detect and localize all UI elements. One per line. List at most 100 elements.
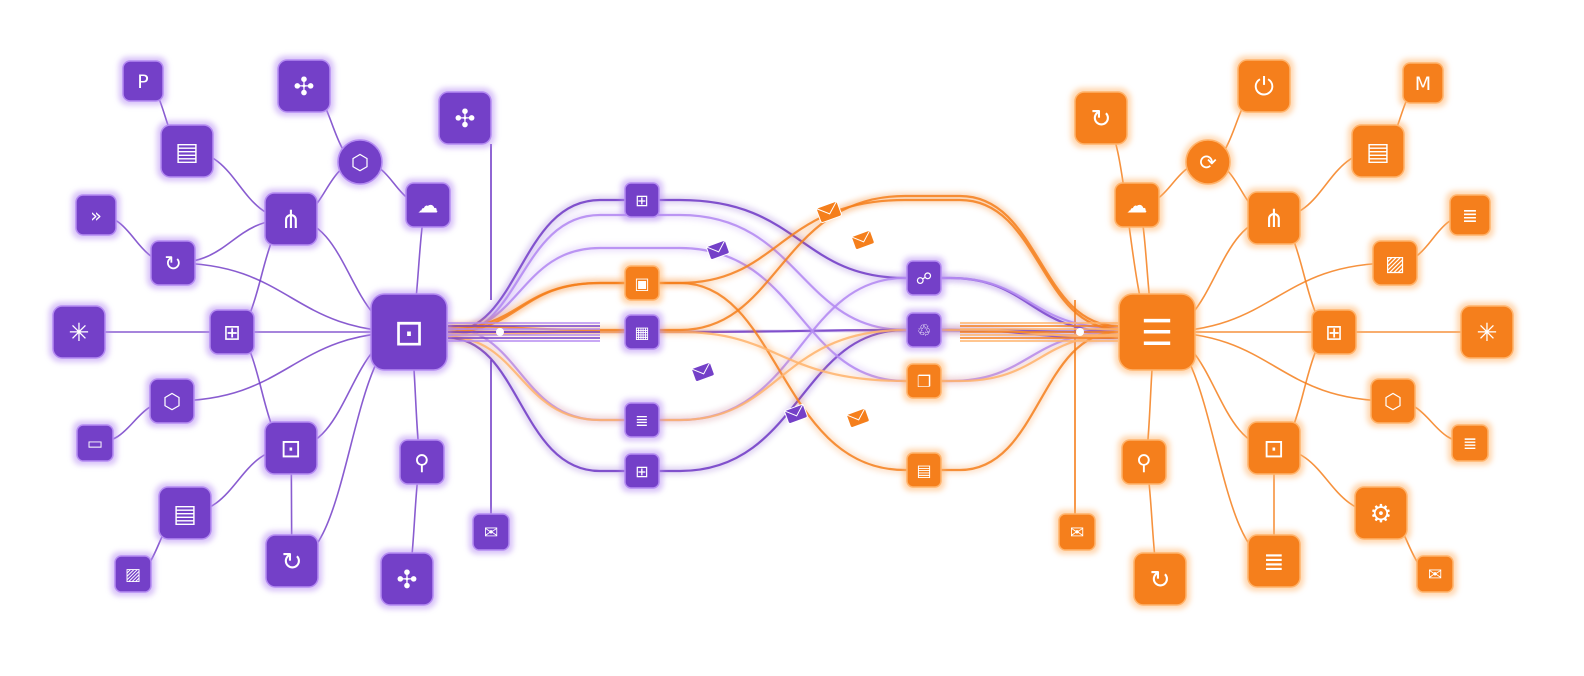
slack-node[interactable]: ✣	[435, 88, 495, 148]
envelope-flap	[851, 229, 871, 243]
node-body	[1121, 439, 1167, 485]
card-node[interactable]: ▭	[73, 421, 117, 465]
document-node[interactable]: ▤	[155, 483, 215, 543]
bulb-node[interactable]: ⚲	[1118, 436, 1170, 488]
node-body	[75, 194, 117, 236]
envelope-flap	[815, 200, 838, 215]
database-icon: ≣	[635, 411, 648, 430]
refresh-node[interactable]: ↻	[262, 531, 322, 591]
hub-node[interactable]: ✳	[49, 302, 109, 362]
envelope-flap	[691, 361, 711, 375]
layout-icon: ☰	[1141, 313, 1173, 354]
grid-node[interactable]: ⊞	[206, 306, 258, 358]
flow-diagram-node[interactable]: ⊡	[367, 290, 451, 374]
workflow-node[interactable]: ⋔	[261, 189, 321, 249]
cloud-node[interactable]: ☁	[1111, 179, 1163, 231]
bulb-node[interactable]: ⚲	[396, 436, 448, 488]
node-body	[1133, 552, 1187, 606]
grid-icon: ⊞	[635, 191, 648, 210]
node-body	[399, 439, 445, 485]
refresh-icon: ↻	[1091, 104, 1112, 133]
mail-node[interactable]: ✉	[1055, 510, 1099, 554]
envelope-icon	[851, 229, 875, 250]
bulb-icon: ⚲	[414, 450, 429, 474]
envelope-icon	[846, 407, 870, 428]
image-node[interactable]: ▨	[1369, 237, 1421, 289]
image-icon: ▨	[1385, 251, 1405, 275]
grid-node[interactable]: ⊞	[1308, 306, 1360, 358]
cube-node[interactable]: ⬡	[146, 375, 198, 427]
node-body	[624, 453, 660, 489]
hub-icon: ✳	[1477, 318, 1498, 347]
grid-icon: ⊞	[223, 320, 241, 344]
flow-stream	[447, 246, 1119, 383]
flow-diagram-node[interactable]: ⊡	[261, 418, 321, 478]
workflow-node[interactable]: ⋔	[1244, 188, 1304, 248]
database-node[interactable]: ≣	[1244, 531, 1304, 591]
grid-node[interactable]: ⊞	[621, 450, 663, 492]
chevrons-node[interactable]: »	[72, 191, 120, 239]
document-icon: ▤	[1366, 137, 1390, 166]
sync-icon: ⟳	[1199, 150, 1217, 174]
cube-node[interactable]: ⬡	[1367, 375, 1419, 427]
node-body	[114, 555, 152, 593]
refresh-node[interactable]: ↻	[1071, 88, 1131, 148]
handshake-node[interactable]: ♲	[903, 309, 945, 351]
node-body	[624, 182, 660, 218]
sync-node[interactable]: ⟳	[1182, 136, 1234, 188]
slack-icon: ✣	[294, 72, 315, 101]
mail-node[interactable]: ✉	[1413, 552, 1457, 596]
flow-diagram-icon: ⊡	[1264, 434, 1285, 463]
document-node[interactable]: ▤	[157, 121, 217, 181]
slack-node[interactable]: ✣	[274, 56, 334, 116]
node-body	[624, 314, 660, 350]
node-body	[1370, 378, 1416, 424]
node-body	[265, 534, 319, 588]
node-body	[52, 305, 106, 359]
cloud-node[interactable]: ☁	[402, 179, 454, 231]
calendar-node[interactable]: ▦	[621, 311, 663, 353]
node-body	[906, 363, 942, 399]
slack-node[interactable]: ✣	[377, 549, 437, 609]
document-node[interactable]: ▤	[1348, 121, 1408, 181]
folder-node[interactable]: ▣	[621, 262, 663, 304]
cube-node[interactable]: ⬡	[334, 136, 386, 188]
layout-node[interactable]: ☰	[1115, 290, 1199, 374]
node-body	[76, 424, 114, 462]
image-node[interactable]: ▨	[111, 552, 155, 596]
paypal-node[interactable]: P	[119, 57, 167, 105]
node-body	[438, 91, 492, 145]
envelope-body	[784, 404, 808, 424]
chat-node[interactable]: ☍	[903, 257, 945, 299]
gear-node[interactable]: ⚙	[1351, 483, 1411, 543]
copy-node[interactable]: ❐	[903, 360, 945, 402]
mail-node[interactable]: ✉	[469, 510, 513, 554]
database-node[interactable]: ≣	[1446, 191, 1494, 239]
cloud-icon: ☁	[418, 193, 439, 217]
envelope-flap	[706, 239, 726, 253]
envelope-body	[851, 230, 875, 250]
refresh-node[interactable]: ↻	[1130, 549, 1190, 609]
power-node[interactable]: ⏻	[1234, 56, 1294, 116]
node-body	[472, 513, 510, 551]
calendar-icon: ▦	[634, 323, 649, 342]
database-node[interactable]: ≣	[621, 399, 663, 441]
node-body	[209, 309, 255, 355]
gmail-icon: M	[1415, 73, 1431, 95]
grid-icon: ⊞	[635, 462, 648, 481]
flow-spark	[496, 328, 504, 336]
refresh-node[interactable]: ↻	[147, 237, 199, 289]
bulb-icon: ⚲	[1136, 450, 1151, 474]
envelope-flap	[784, 403, 804, 417]
node-body	[624, 402, 660, 438]
node-body	[337, 139, 383, 185]
database-node[interactable]: ≣	[1448, 421, 1492, 465]
flow-diagram-icon: ⊡	[281, 434, 302, 463]
grid-node[interactable]: ⊞	[621, 179, 663, 221]
hub-node[interactable]: ✳	[1457, 302, 1517, 362]
flow-diagram-node[interactable]: ⊡	[1244, 418, 1304, 478]
document-node[interactable]: ▤	[903, 449, 945, 491]
gmail-node[interactable]: M	[1399, 59, 1447, 107]
